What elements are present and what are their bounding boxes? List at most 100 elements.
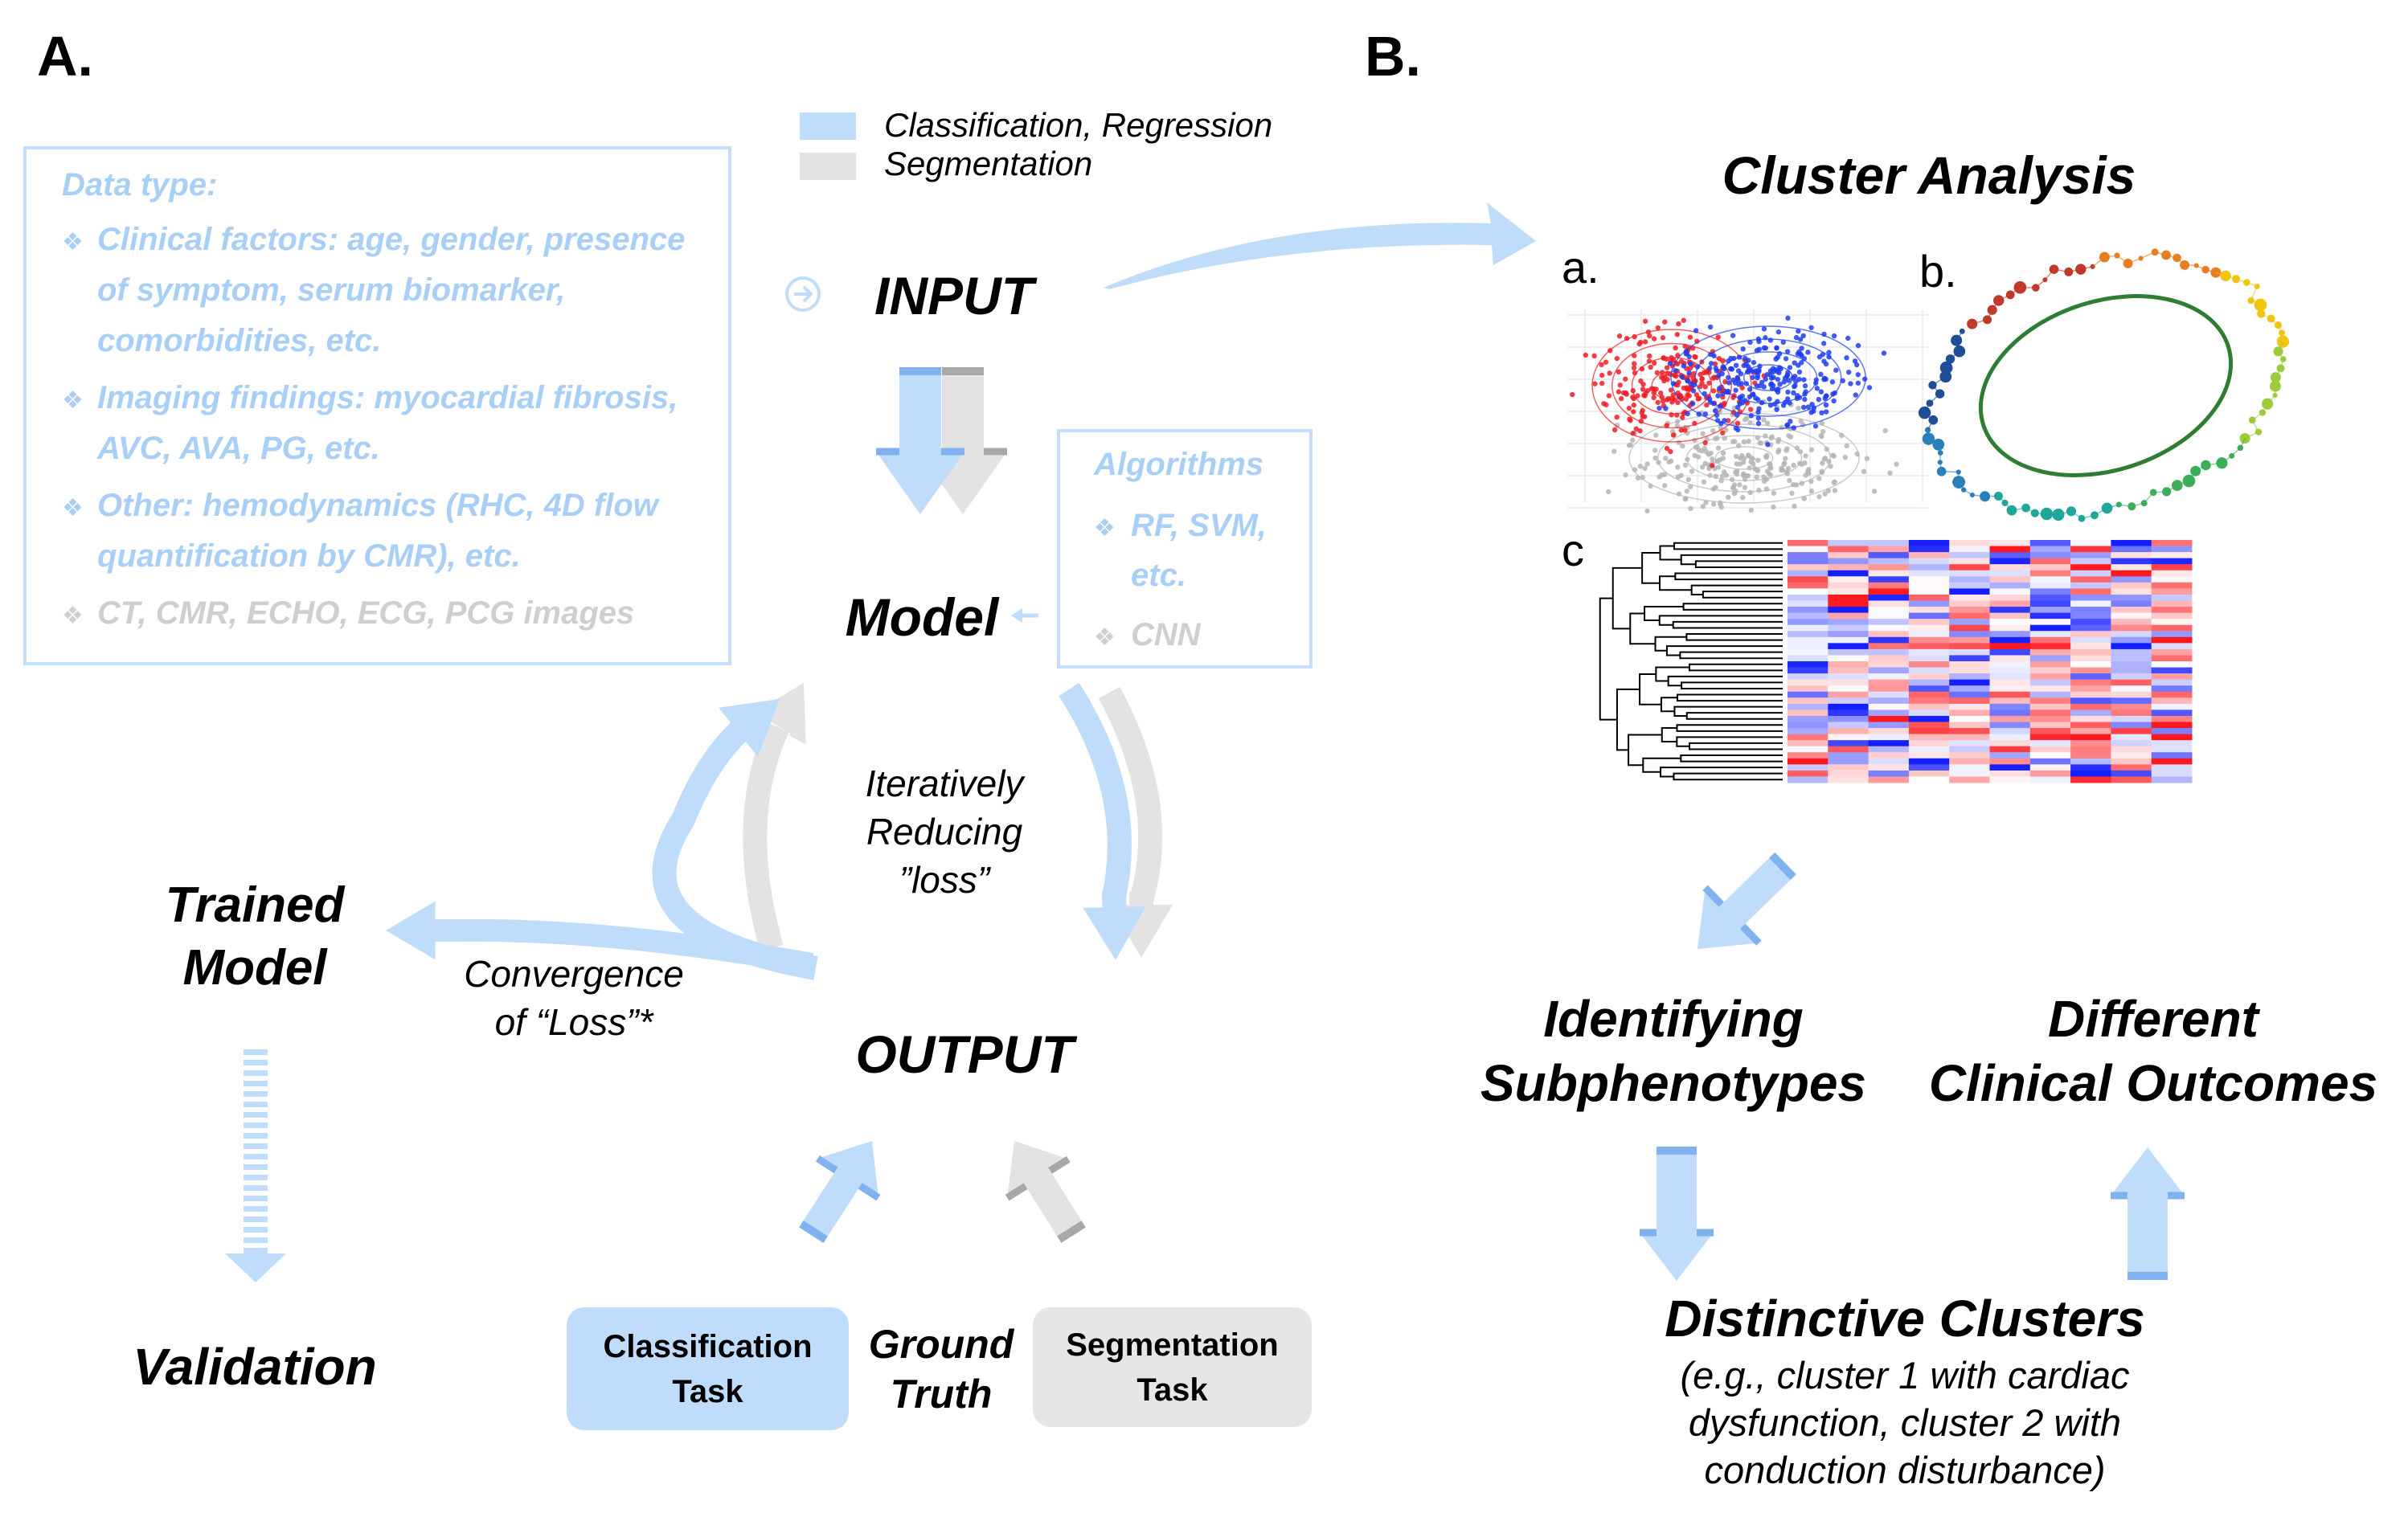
legend-label-segmentation: Segmentation	[884, 145, 1093, 182]
heatmap-cell	[1868, 685, 1910, 693]
heatmap-cell	[2111, 673, 2152, 681]
scatter-point	[1832, 488, 1838, 493]
heatmap-cell	[2070, 607, 2111, 614]
heatmap-cell	[1989, 728, 2031, 735]
scatter-point	[1599, 372, 1605, 378]
dendrogram-branch	[1673, 542, 1718, 550]
scatter-point	[1611, 427, 1618, 433]
scatter-point	[1715, 334, 1721, 340]
validation-arrow-dash	[244, 1112, 268, 1118]
scatter-point	[1676, 321, 1681, 327]
heatmap-cell	[2029, 655, 2071, 662]
heatmap-cell	[1989, 576, 2031, 583]
dendrogram-branch	[1660, 767, 1727, 778]
scatter-point	[1647, 333, 1652, 339]
heatmap-cell	[2070, 655, 2111, 662]
scatter-point	[1823, 409, 1829, 415]
scatter-point	[1640, 407, 1645, 413]
scatter-point	[1632, 361, 1637, 366]
scatter-point	[1801, 496, 1807, 501]
heatmap-cell	[1949, 776, 1990, 783]
scatter-point	[1635, 475, 1641, 481]
heatmap-cell	[1989, 758, 2031, 765]
scatter-point	[1729, 366, 1735, 372]
scatter-point	[1783, 356, 1789, 362]
heatmap-cell	[1868, 703, 1910, 710]
scatter-point	[1829, 379, 1836, 385]
heatmap-cell	[1868, 624, 1910, 632]
segmentation-up-arrow-cap	[1048, 1155, 1071, 1174]
subpanel-label-a: a.	[1562, 242, 1599, 292]
scatter-point	[1664, 423, 1669, 428]
heatmap-cell	[1788, 540, 1829, 547]
heatmap-cell	[1908, 691, 1950, 698]
heatmap-cell	[2029, 661, 2071, 669]
dendrogram-branch	[1659, 575, 1692, 591]
heatmap-cell	[1989, 734, 2031, 741]
network-node	[2030, 509, 2039, 517]
scatter-point	[1676, 491, 1682, 497]
scatter-point	[1701, 479, 1707, 485]
heatmap-cell	[1868, 746, 1910, 753]
scatter-point	[1712, 407, 1718, 414]
heatmap-cell	[1788, 570, 1829, 577]
scatter-point	[1738, 381, 1745, 386]
heatmap-cell	[1989, 746, 2031, 753]
scatter-point	[1799, 353, 1804, 358]
heatmap-cell	[1949, 588, 1990, 595]
cluster-outcome-arrow	[2111, 1147, 2185, 1276]
scatter-point	[1821, 341, 1827, 346]
heatmap-cell	[1908, 636, 1950, 644]
heatmap-cell	[1868, 691, 1910, 698]
scatter-point	[1630, 388, 1636, 394]
scatter-point	[1780, 339, 1786, 346]
dendrogram-branch	[1661, 727, 1677, 743]
scatter-point	[1731, 482, 1738, 488]
scatter-point	[1720, 450, 1726, 456]
scatter-point	[1812, 423, 1819, 429]
heatmap-cell	[2151, 685, 2193, 693]
scatter-point	[1725, 494, 1731, 501]
heatmap-cell	[1828, 703, 1869, 710]
scatter-point	[1713, 366, 1719, 371]
heatmap-cell	[1828, 619, 1869, 626]
scatter-point	[1796, 349, 1802, 355]
heatmap-cell	[2111, 752, 2152, 759]
scatter-point	[1646, 358, 1652, 364]
scatter-point	[1687, 334, 1693, 340]
convergence-line: Convergence	[464, 953, 684, 995]
scatter-point	[1742, 417, 1748, 423]
dendrogram-branch	[1611, 566, 1643, 630]
algorithms-arrow	[1011, 608, 1038, 623]
heatmap-cell	[1828, 655, 1869, 662]
heatmap-cell	[1828, 722, 1869, 729]
scatter-point	[1773, 386, 1779, 393]
scatter-point	[1797, 337, 1804, 342]
network-node	[2127, 502, 2136, 511]
scatter-point	[1791, 425, 1797, 431]
scatter-point	[1664, 356, 1669, 362]
scatter-point	[1809, 402, 1815, 407]
loop-label-line: Reducing	[866, 811, 1023, 853]
heatmap-cell	[2151, 636, 2193, 644]
scatter-point	[1732, 380, 1738, 386]
heatmap-cell	[2029, 546, 2071, 553]
scatter-point	[1659, 370, 1665, 375]
heatmap-cell	[1989, 770, 2031, 777]
scatter-point	[1787, 400, 1792, 406]
scatter-point	[1768, 381, 1775, 386]
heatmap-cell	[2070, 685, 2111, 693]
dendrogram-branch	[1644, 606, 1684, 622]
scatter-point	[1821, 331, 1827, 337]
heatmap-cell	[1908, 697, 1950, 705]
heatmap-cell	[1989, 679, 2031, 686]
heatmap-cell	[1908, 722, 1950, 729]
heatmap-subphenotype-arrow	[1697, 855, 1794, 949]
scatter-point	[1632, 333, 1637, 340]
scatter-point	[1592, 381, 1598, 386]
scatter-point	[1763, 453, 1769, 460]
scatter-point	[1642, 339, 1648, 345]
scatter-point	[1655, 325, 1661, 331]
scatter-point	[1802, 383, 1808, 389]
scatter-point	[1785, 370, 1791, 375]
